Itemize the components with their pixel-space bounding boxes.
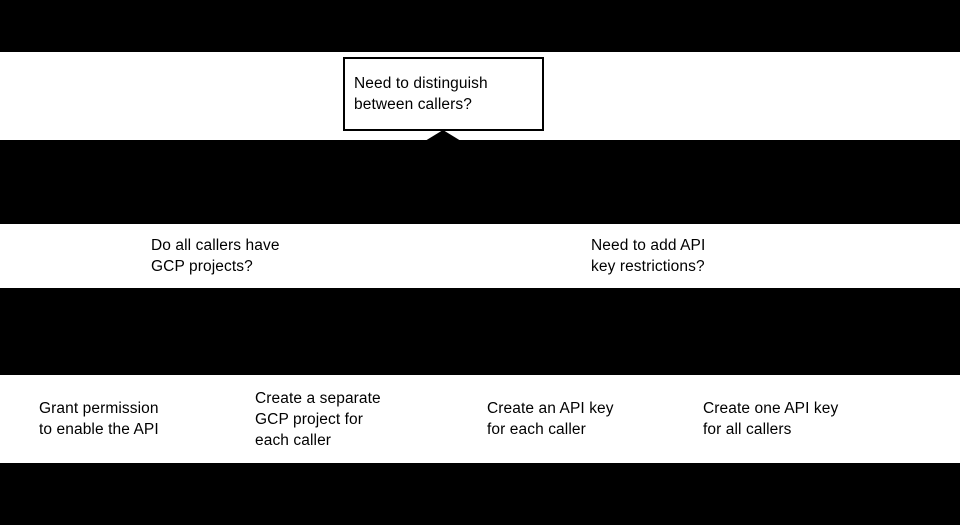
node-create-separate-gcp-project[interactable]: Create a separate GCP project for each c…	[246, 375, 424, 463]
edge-root-to-api-restrictions	[442, 131, 668, 224]
node-create-one-api-key-for-all-callers[interactable]: Create one API key for all callers	[694, 375, 887, 463]
edge-gcp-to-grant-permission	[114, 288, 234, 375]
node-need-to-distinguish-callers[interactable]: Need to distinguish between callers?	[343, 57, 544, 131]
edge-root-to-gcp-projects	[232, 131, 444, 224]
node-create-api-key-for-each-caller[interactable]: Create an API key for each caller	[478, 375, 657, 463]
node-do-all-callers-have-gcp-projects[interactable]: Do all callers have GCP projects?	[142, 224, 325, 288]
edge-api-to-key-each-caller	[566, 288, 668, 375]
edge-gcp-to-separate-project	[232, 288, 336, 375]
edge-api-to-key-all-callers	[666, 288, 791, 375]
node-grant-permission-to-enable-api[interactable]: Grant permission to enable the API	[30, 375, 200, 463]
node-need-to-add-api-key-restrictions[interactable]: Need to add API key restrictions?	[582, 224, 752, 288]
